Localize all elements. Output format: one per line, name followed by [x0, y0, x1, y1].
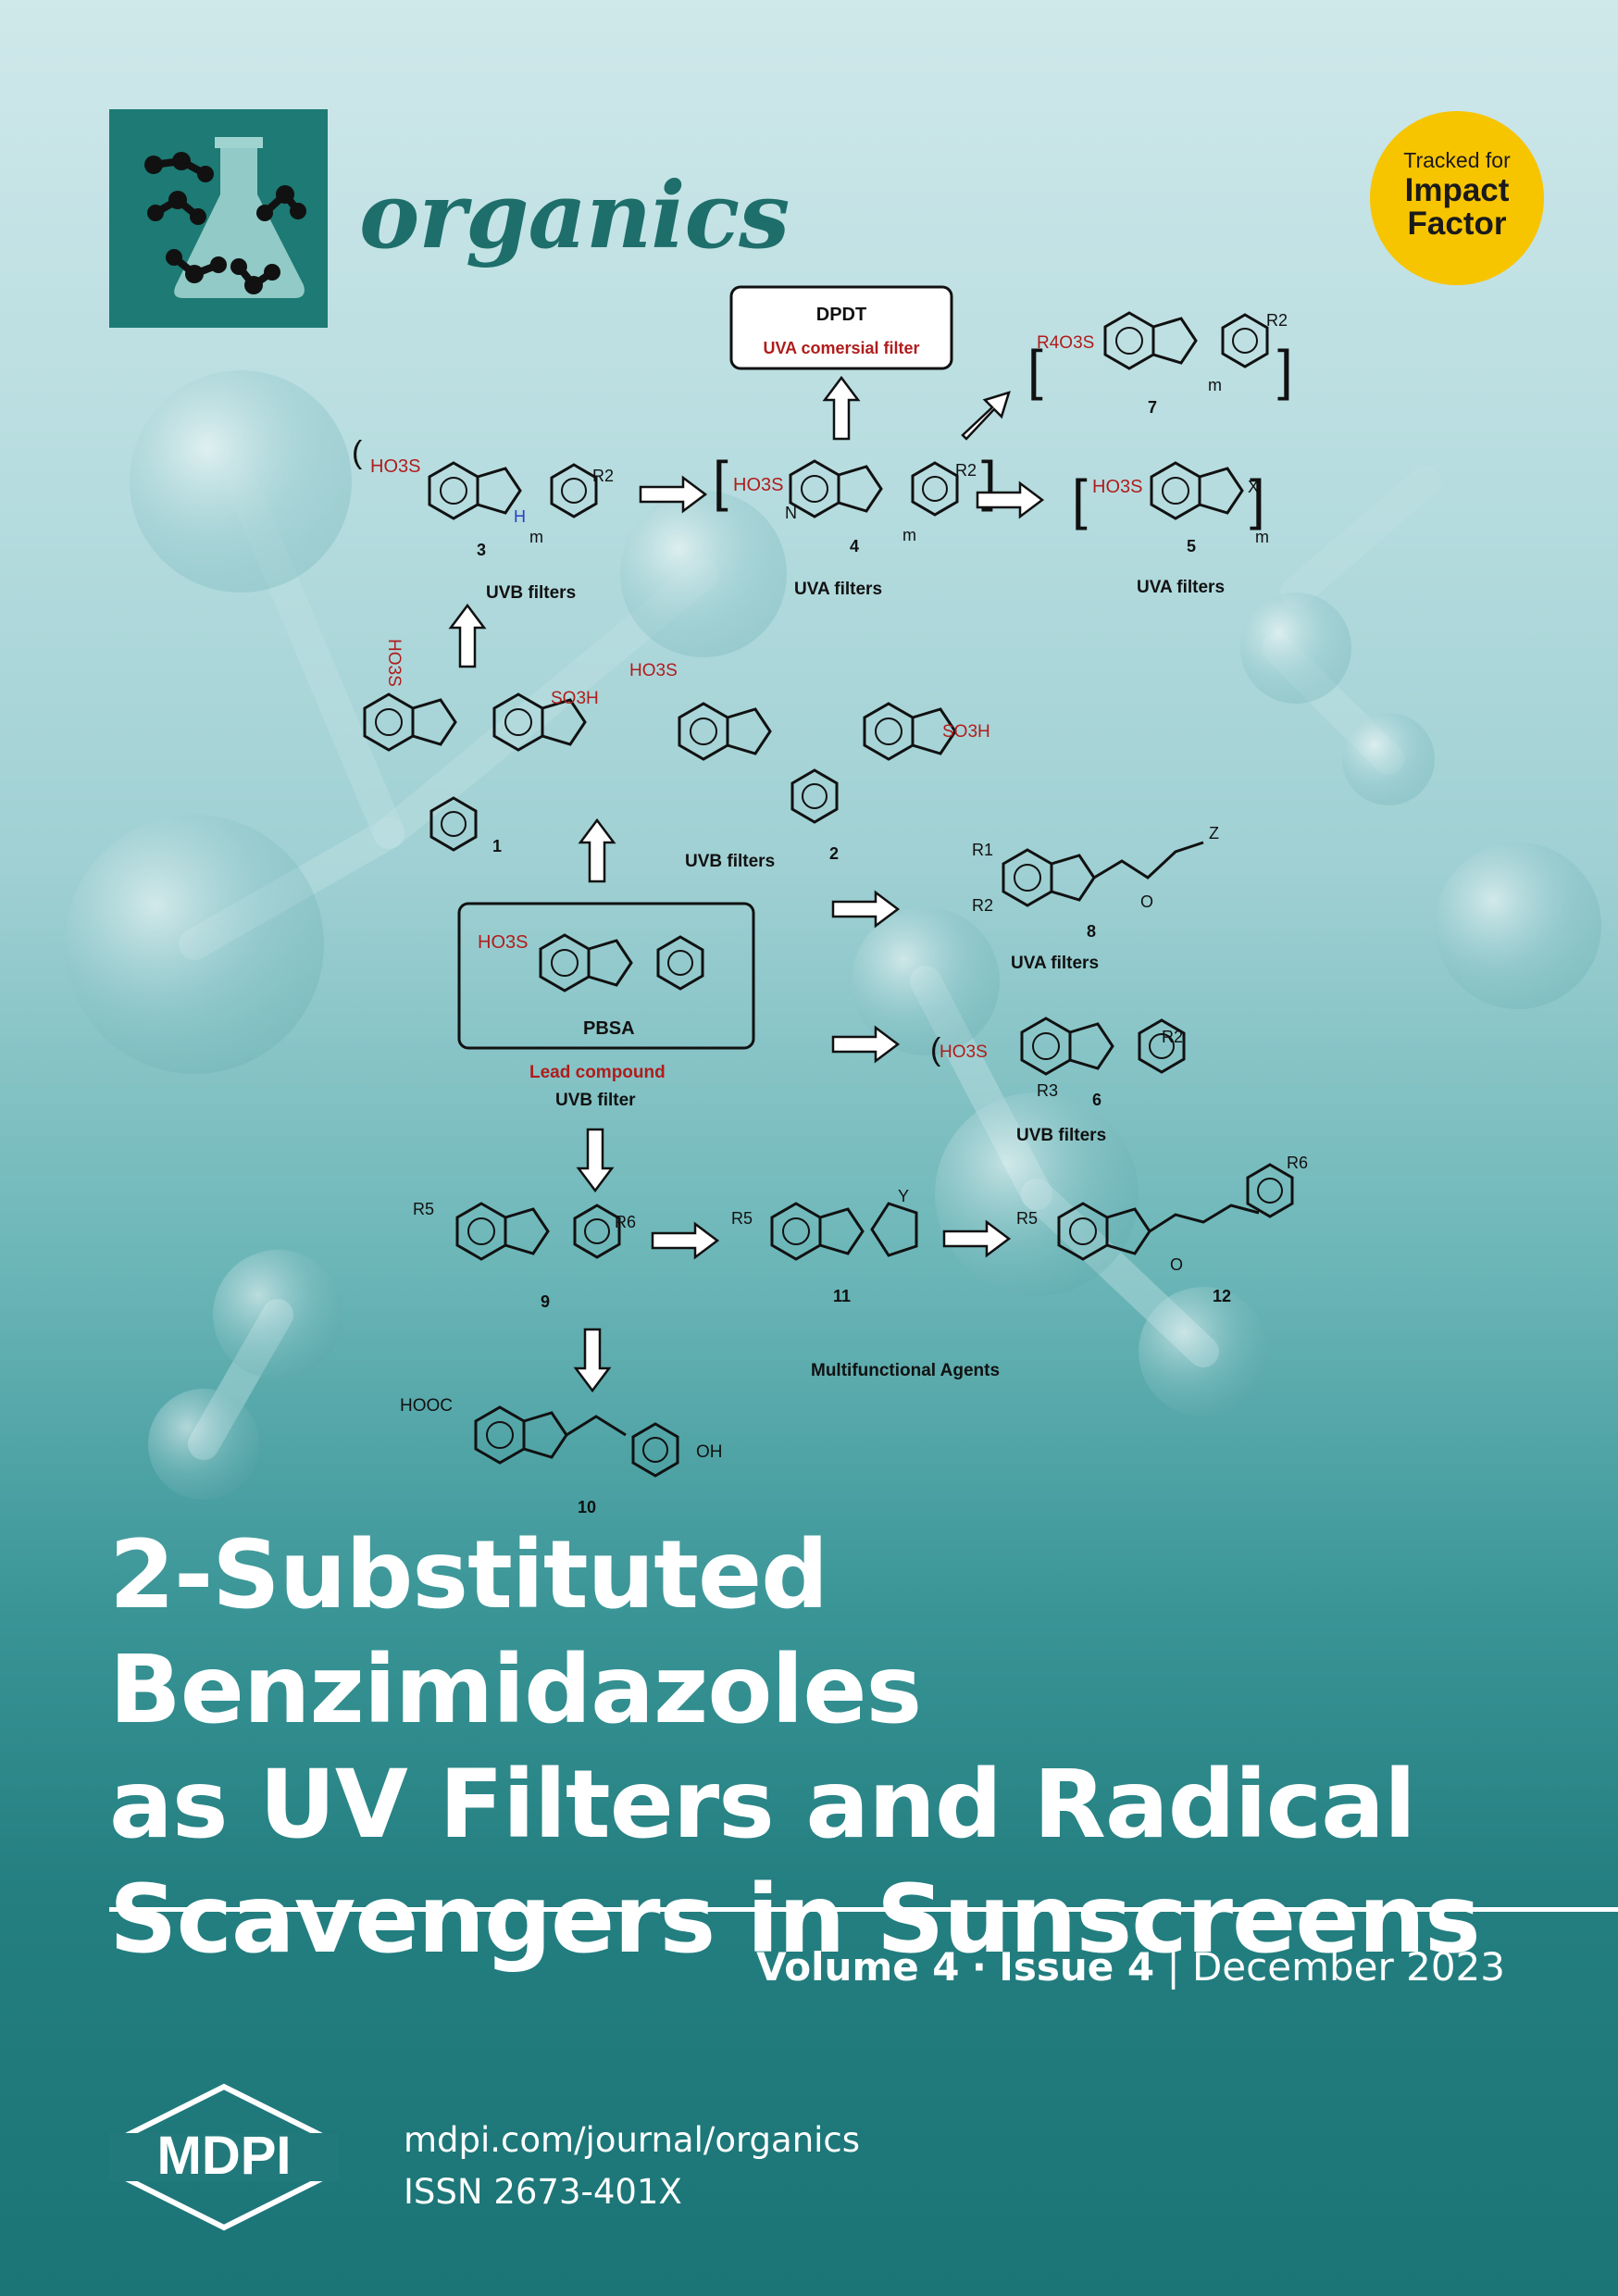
group-m-7: m: [1208, 376, 1222, 394]
group-r2-4: R2: [955, 461, 977, 480]
label-uva-filters-4: UVA filters: [794, 580, 882, 599]
lead-compound-label: Lead compound: [529, 1063, 666, 1082]
group-r1: R1: [972, 841, 993, 859]
group-r2: R2: [592, 467, 614, 485]
badge-impact-word: Impact: [1404, 172, 1510, 208]
group-m-5: m: [1255, 528, 1269, 546]
badge-impact-factor-text: Impact Factor: [1370, 174, 1544, 241]
compound-12: 12: [1213, 1287, 1231, 1305]
group-ho3s: HO3S: [370, 456, 420, 477]
chemical-scheme: DPDT UVA comersial filter ( HO3S R2 H m …: [352, 285, 1308, 1516]
pbsa-box: [457, 902, 755, 1050]
title-line-1: 2-Substituted Benzimidazoles: [109, 1520, 922, 1745]
mdpi-logo: MDPI: [109, 2083, 339, 2231]
five-ring-11: [870, 1202, 918, 1257]
group-r6-9: R6: [615, 1213, 636, 1231]
bracket-left: (: [352, 435, 363, 470]
issue-info: Volume 4 · Issue 4 | December 2023: [756, 1944, 1505, 1990]
hydrazone-chain: [1149, 1204, 1260, 1233]
label-uva-filters-5: UVA filters: [1137, 578, 1225, 597]
group-r2-7: R2: [1266, 311, 1288, 330]
compound-7: 7: [1148, 398, 1157, 417]
impact-factor-badge: Tracked for Impact Factor: [1370, 111, 1544, 285]
atom-o-12: O: [1170, 1255, 1183, 1274]
compound-1: 1: [492, 837, 502, 855]
multifunctional-label: Multifunctional Agents: [811, 1361, 1000, 1380]
atom-o-8: O: [1140, 892, 1153, 911]
issue-label: Issue 4: [999, 1944, 1155, 1990]
dpdt-box: [729, 285, 953, 370]
group-ho3s-pbsa: HO3S: [478, 932, 528, 953]
label-uvb-filters-6: UVB filters: [1016, 1126, 1106, 1145]
group-ho3s-5: HO3S: [1092, 477, 1142, 497]
group-ho3s-6: HO3S: [940, 1042, 988, 1062]
volume-label: Volume 4: [756, 1944, 960, 1990]
dpdt-title: DPDT: [816, 305, 866, 325]
issue-date: December 2023: [1191, 1944, 1505, 1990]
badge-factor-word: Factor: [1407, 206, 1507, 242]
journal-logo: [109, 109, 328, 328]
group-r3: R3: [1037, 1081, 1058, 1100]
issue-pipe: |: [1166, 1944, 1180, 1990]
group-ho3s-4: HO3S: [733, 475, 783, 495]
group-m-4: m: [902, 526, 916, 544]
arrow-to-7: [961, 391, 1011, 441]
compound-5: 5: [1187, 537, 1196, 555]
group-ho3s-1: HO3S: [384, 639, 404, 687]
uvb-filter-label: UVB filter: [555, 1091, 636, 1110]
group-r5-11: R5: [731, 1209, 753, 1228]
bracket-7-left: [: [1027, 339, 1043, 401]
atom-n-h: H: [514, 507, 526, 526]
group-r2-8: R2: [972, 896, 993, 915]
group-r5-9: R5: [413, 1200, 434, 1218]
badge-tracked-text: Tracked for: [1403, 148, 1511, 172]
dpdt-subtitle: UVA comersial filter: [763, 339, 919, 357]
group-n-4: N: [785, 504, 797, 522]
group-r5-12: R5: [1016, 1209, 1038, 1228]
bracket-5-left: [: [1072, 468, 1088, 530]
group-hooc: HOOC: [400, 1396, 453, 1416]
group-oh: OH: [696, 1442, 723, 1462]
journal-name: organics: [359, 163, 790, 269]
pbsa-label: PBSA: [583, 1018, 635, 1039]
compound-8: 8: [1087, 922, 1096, 941]
group-ho3s-2: HO3S: [629, 661, 678, 680]
bracket-5-right: ]: [1250, 468, 1265, 530]
compound-10: 10: [578, 1498, 596, 1516]
compound-6: 6: [1092, 1091, 1101, 1109]
bracket-7-right: ]: [1277, 339, 1293, 401]
label-uva-filters-8: UVA filters: [1011, 954, 1099, 973]
enone-chain: [1093, 841, 1204, 880]
issn-text: ISSN 2673-401X: [404, 2172, 682, 2212]
group-r6-12: R6: [1287, 1154, 1308, 1172]
group-r4o3s: R4O3S: [1037, 333, 1094, 353]
journal-url[interactable]: mdpi.com/journal/organics: [404, 2120, 861, 2160]
group-so3h-1: SO3H: [551, 689, 599, 708]
vinyl-linker: [566, 1415, 627, 1437]
compound-4: 4: [850, 537, 859, 555]
title-divider: [109, 1907, 1618, 1912]
group-z: Z: [1209, 824, 1219, 842]
group-so3h-2: SO3H: [942, 722, 990, 742]
article-title: 2-Substituted Benzimidazoles as UV Filte…: [109, 1518, 1553, 1978]
compound-2: 2: [829, 844, 839, 863]
mdpi-logo-text: MDPI: [157, 2126, 292, 2186]
group-m: m: [529, 528, 543, 546]
group-x: X: [1248, 478, 1259, 496]
compound-11: 11: [833, 1287, 851, 1305]
compound-3: 3: [477, 541, 486, 559]
footer-info: mdpi.com/journal/organics ISSN 2673-401X: [404, 2115, 860, 2218]
bracket-6-left: (: [930, 1032, 941, 1067]
flask-molecule-icon: [144, 137, 306, 298]
group-y: Y: [898, 1187, 909, 1205]
bracket-4-left: [: [713, 450, 728, 512]
group-r2-6: R2: [1162, 1028, 1183, 1046]
title-line-3: Scavengers in Sunscreens: [109, 1865, 1481, 1975]
issue-separator: ·: [971, 1944, 987, 1990]
title-line-2: as UV Filters and Radical: [109, 1750, 1416, 1860]
label-uvb-filters-2: UVB filters: [685, 852, 775, 871]
compound-9: 9: [541, 1292, 550, 1311]
label-uvb-filters-3: UVB filters: [486, 583, 576, 603]
